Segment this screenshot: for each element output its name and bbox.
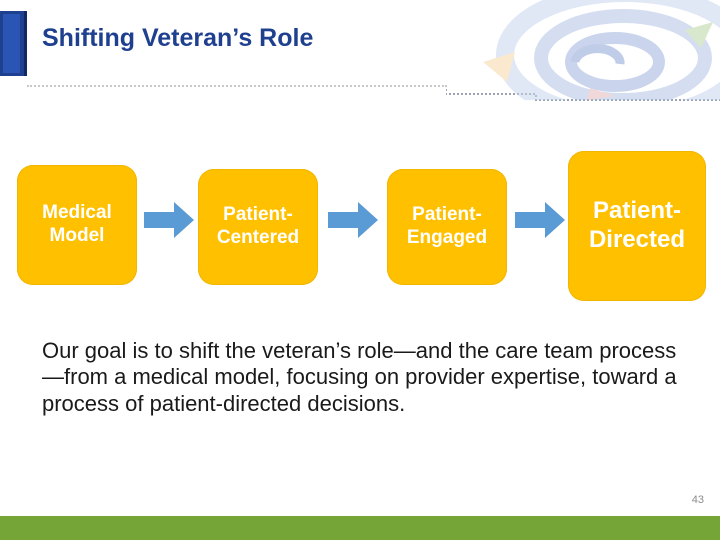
flow-step-patient-directed: Patient- Directed [568,151,706,301]
flow-step-patient-engaged: Patient- Engaged [387,169,507,285]
flow-step-label: Patient- Centered [216,204,300,248]
flow-step-label: Patient- Engaged [406,204,488,248]
slide-title: Shifting Veteran’s Role [42,24,314,52]
slide-number: 43 [691,494,704,506]
body-paragraph: Our goal is to shift the veteran’s role—… [42,338,677,416]
right-arrow-icon [144,202,194,238]
footer-bar [0,516,720,540]
swirl-logo-icon [483,0,720,100]
flow-step-label: Patient- Directed [588,197,686,253]
title-accent-bar [0,11,27,76]
right-arrow-icon [515,202,565,238]
header-divider [27,85,447,87]
right-arrow-icon [328,202,378,238]
flow-step-label: Medical Model [42,202,112,246]
flow-step-patient-centered: Patient- Centered [198,169,318,285]
flow-step-medical-model: Medical Model [17,165,137,285]
